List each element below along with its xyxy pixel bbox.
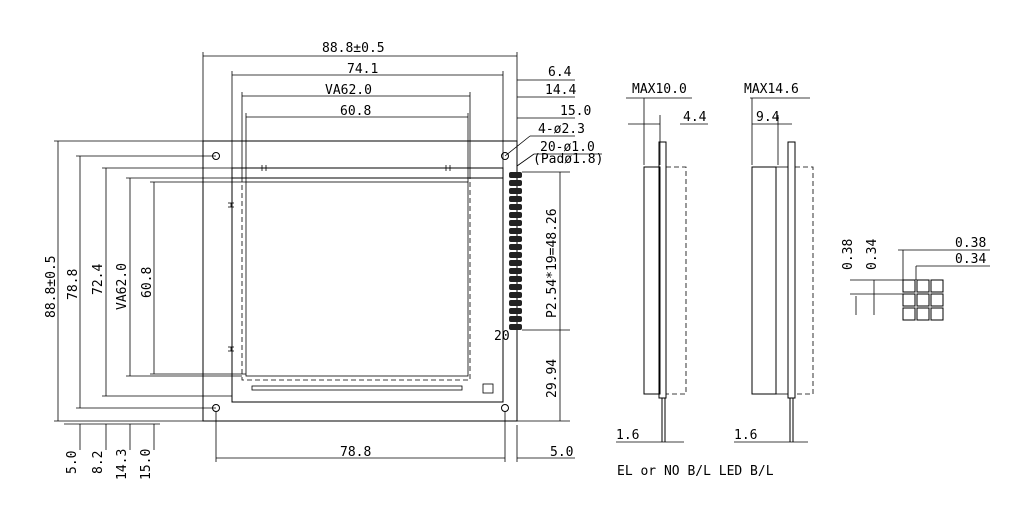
pin-pad: [509, 180, 522, 186]
lcd-glass: [231, 167, 504, 403]
pixel-cell: [930, 279, 944, 293]
label-pins: 20-ø1.0: [540, 140, 595, 155]
caption-backlight: EL or NO B/L LED B/L: [617, 464, 774, 479]
pin-pad: [509, 244, 522, 250]
dim-right-64: 6.4: [548, 65, 572, 80]
pin-pad: [509, 212, 522, 218]
pixel-grid: [902, 279, 944, 321]
dim-bottom-143: 14.3: [115, 449, 130, 480]
pixel-detail: 0.38 0.34 0.38 0.34: [841, 236, 990, 321]
dim-el-thick: 4.4: [683, 110, 707, 125]
dim-bottom-50: 5.0: [65, 451, 80, 474]
pin-pad: [509, 188, 522, 194]
pin-pad: [509, 308, 522, 314]
pin-pad: [509, 252, 522, 258]
pixel-cell: [916, 279, 930, 293]
dim-height-724: 72.4: [91, 264, 106, 295]
dim-led-thick: 9.4: [756, 110, 780, 125]
dim-h-size: 0.34: [955, 252, 986, 267]
pin-pad: [509, 260, 522, 266]
pin-pad: [509, 196, 522, 202]
pin-pad: [509, 324, 522, 330]
dim-led-max: MAX14.6: [744, 82, 799, 97]
dim-height-788: 78.8: [66, 269, 81, 300]
dim-aa-width: 60.8: [340, 104, 371, 119]
pixel-cell: [916, 293, 930, 307]
dim-bottom-right: 5.0: [550, 445, 573, 460]
side-view-el: MAX10.0 4.4 1.6: [616, 82, 708, 443]
dim-aa-height: 60.8: [140, 267, 155, 298]
dim-va-height: VA62.0: [115, 263, 130, 310]
pixel-cell: [916, 307, 930, 321]
dim-pin-pitch: P2.54*19=48.26: [545, 208, 560, 318]
side-view-led: MAX14.6 9.4 1.6: [734, 82, 814, 443]
pin-pad: [509, 204, 522, 210]
pin-pad: [509, 284, 522, 290]
dim-el-max: MAX10.0: [632, 82, 687, 97]
dim-right-150: 15.0: [560, 104, 591, 119]
dim-v-pitch: 0.38: [841, 239, 856, 270]
label-pad: (Padø1.8): [533, 152, 603, 167]
pixel-cell: [930, 307, 944, 321]
dim-bottom-2994: 29.94: [545, 359, 560, 398]
pixel-cell: [902, 307, 916, 321]
active-area: [245, 181, 469, 377]
pin-pad: [509, 268, 522, 274]
pin-pad: [509, 316, 522, 322]
pixel-cell: [902, 279, 916, 293]
dim-h-pitch: 0.38: [955, 236, 986, 251]
label-pin-20: 20: [494, 329, 510, 344]
pin-header: [509, 172, 522, 330]
pin-pad: [509, 292, 522, 298]
pin-pad: [509, 172, 522, 178]
mount-hole-br: [501, 404, 509, 412]
dim-width-741: 74.1: [347, 62, 378, 77]
dim-el-pin: 1.6: [616, 428, 639, 443]
dim-v-size: 0.34: [865, 239, 880, 270]
dim-va-width: VA62.0: [325, 83, 372, 98]
pixel-cell: [902, 293, 916, 307]
dim-right-144: 14.4: [545, 83, 576, 98]
pin-pad: [509, 276, 522, 282]
pixel-cell: [930, 293, 944, 307]
pin-pad: [509, 236, 522, 242]
dim-bottom-width: 78.8: [340, 445, 371, 460]
viewing-area: [241, 177, 471, 381]
pin-pad: [509, 220, 522, 226]
front-view: 88.8±0.5 74.1 VA62.0 60.8 6.4 14.4 15.0 …: [44, 41, 603, 480]
dim-led-pin: 1.6: [734, 428, 757, 443]
pin-pad: [509, 228, 522, 234]
label-holes: 4-ø2.3: [538, 122, 585, 137]
dim-bottom-150: 15.0: [139, 449, 154, 480]
mount-hole-tr: [501, 152, 509, 160]
dim-outer-height: 88.8±0.5: [44, 255, 59, 318]
pin-pad: [509, 300, 522, 306]
dim-bottom-82: 8.2: [91, 451, 106, 474]
dim-outer-width: 88.8±0.5: [322, 41, 385, 56]
